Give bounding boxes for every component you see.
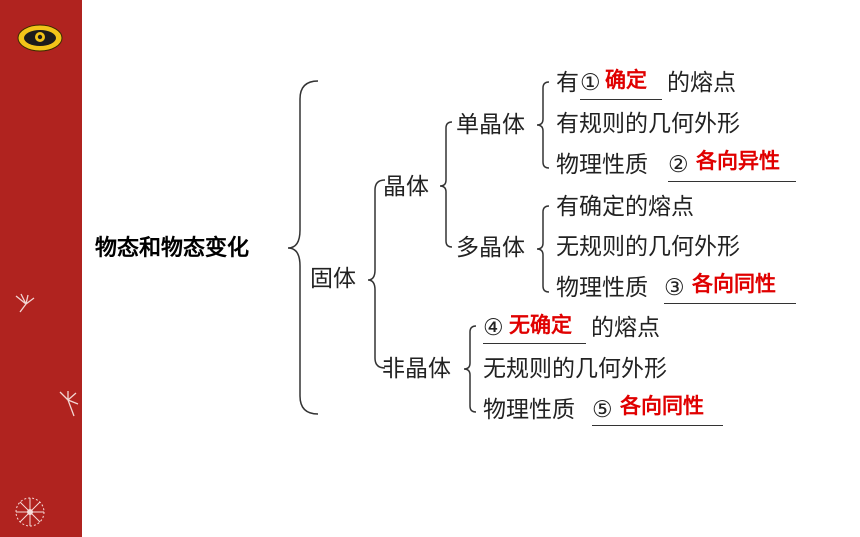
amorphous-line1-answer: 无确定 bbox=[509, 313, 572, 337]
brace-crystal bbox=[439, 121, 453, 248]
sidebar bbox=[0, 0, 82, 537]
poly-line3-underline bbox=[664, 303, 796, 304]
dandelion-flower-icon bbox=[15, 497, 45, 527]
poly-line2: 无规则的几何外形 bbox=[556, 234, 740, 260]
poly-line3-answer: 各向同性 bbox=[692, 272, 776, 296]
brace-amorphous bbox=[463, 325, 477, 413]
brace-single bbox=[536, 81, 550, 169]
amorphous-line1-suffix: 的熔点 bbox=[591, 315, 660, 341]
dandelion-seed-icon bbox=[15, 293, 35, 313]
poly-line3-prefix: 物理性质 bbox=[556, 275, 648, 301]
node-single-crystal: 单晶体 bbox=[456, 112, 525, 138]
logo-icon bbox=[17, 24, 63, 52]
single-line3-underline bbox=[668, 181, 796, 182]
node-poly-crystal: 多晶体 bbox=[456, 235, 525, 261]
single-line1-num: ① bbox=[580, 70, 601, 96]
amorphous-line3-prefix: 物理性质 bbox=[483, 397, 575, 423]
single-line1-answer: 确定 bbox=[605, 68, 647, 92]
dandelion-seed-icon bbox=[59, 391, 79, 417]
single-line2: 有规则的几何外形 bbox=[556, 111, 740, 137]
node-solid: 固体 bbox=[310, 266, 356, 292]
node-amorphous: 非晶体 bbox=[382, 356, 451, 382]
single-line3-num: ② bbox=[668, 152, 689, 178]
single-line3-answer: 各向异性 bbox=[696, 149, 780, 173]
amorphous-line1-num: ④ bbox=[483, 315, 504, 341]
single-line3-prefix: 物理性质 bbox=[556, 152, 648, 178]
brace-solid bbox=[367, 179, 386, 369]
poly-line1: 有确定的熔点 bbox=[556, 194, 694, 220]
node-crystal: 晶体 bbox=[383, 174, 429, 200]
amorphous-line1-underline bbox=[483, 343, 586, 344]
diagram-title: 物态和物态变化 bbox=[95, 236, 250, 261]
single-line1-suffix: 的熔点 bbox=[667, 70, 736, 96]
amorphous-line2: 无规则的几何外形 bbox=[483, 356, 667, 382]
brace-poly bbox=[536, 205, 550, 293]
single-line1-prefix: 有 bbox=[556, 70, 579, 96]
poly-line3-num: ③ bbox=[664, 275, 685, 301]
amorphous-line3-answer: 各向同性 bbox=[620, 394, 704, 418]
amorphous-line3-num: ⑤ bbox=[592, 397, 613, 423]
single-line1-underline bbox=[580, 99, 662, 100]
brace-main bbox=[287, 80, 319, 415]
amorphous-line3-underline bbox=[592, 425, 723, 426]
